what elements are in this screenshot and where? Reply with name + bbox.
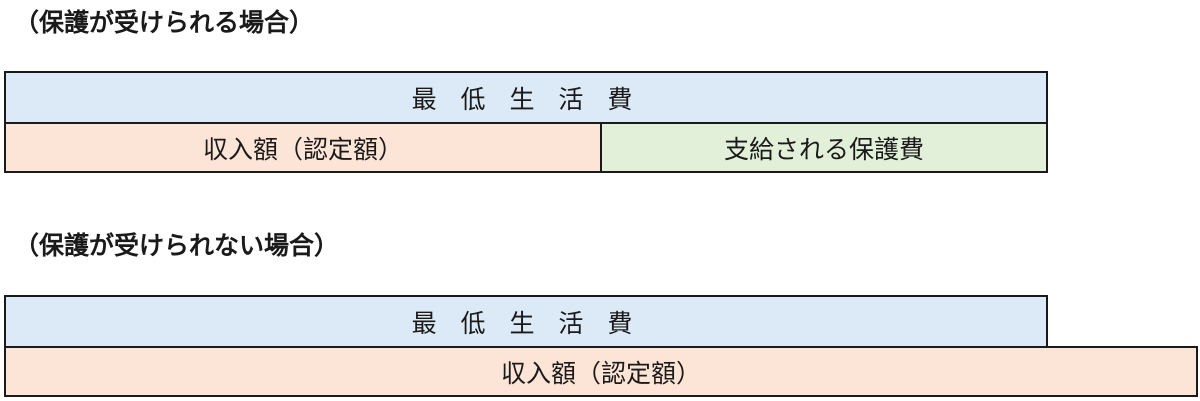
case-protected-benefit-bar: 支給される保護費 — [600, 122, 1048, 173]
income-label: 収入額（認定額） — [500, 358, 701, 388]
case-protected-minimum-living-cost-bar: 最 低 生 活 費 — [4, 71, 1048, 124]
case-protected-heading: （保護が受けられる場合） — [14, 8, 315, 37]
case-not-protected-minimum-living-cost-bar: 最 低 生 活 費 — [4, 295, 1048, 348]
case-not-protected-income-bar: 収入額（認定額） — [4, 346, 1198, 397]
case-not-protected-heading: （保護が受けられない場合） — [14, 231, 340, 260]
benefit-paid-label: 支給される保護費 — [723, 134, 924, 164]
minimum-living-cost-label: 最 低 生 活 費 — [411, 84, 641, 114]
minimum-living-cost-label: 最 低 生 活 費 — [411, 308, 641, 338]
income-label: 収入額（認定額） — [202, 134, 403, 164]
case-protected-income-bar: 収入額（認定額） — [4, 122, 602, 173]
